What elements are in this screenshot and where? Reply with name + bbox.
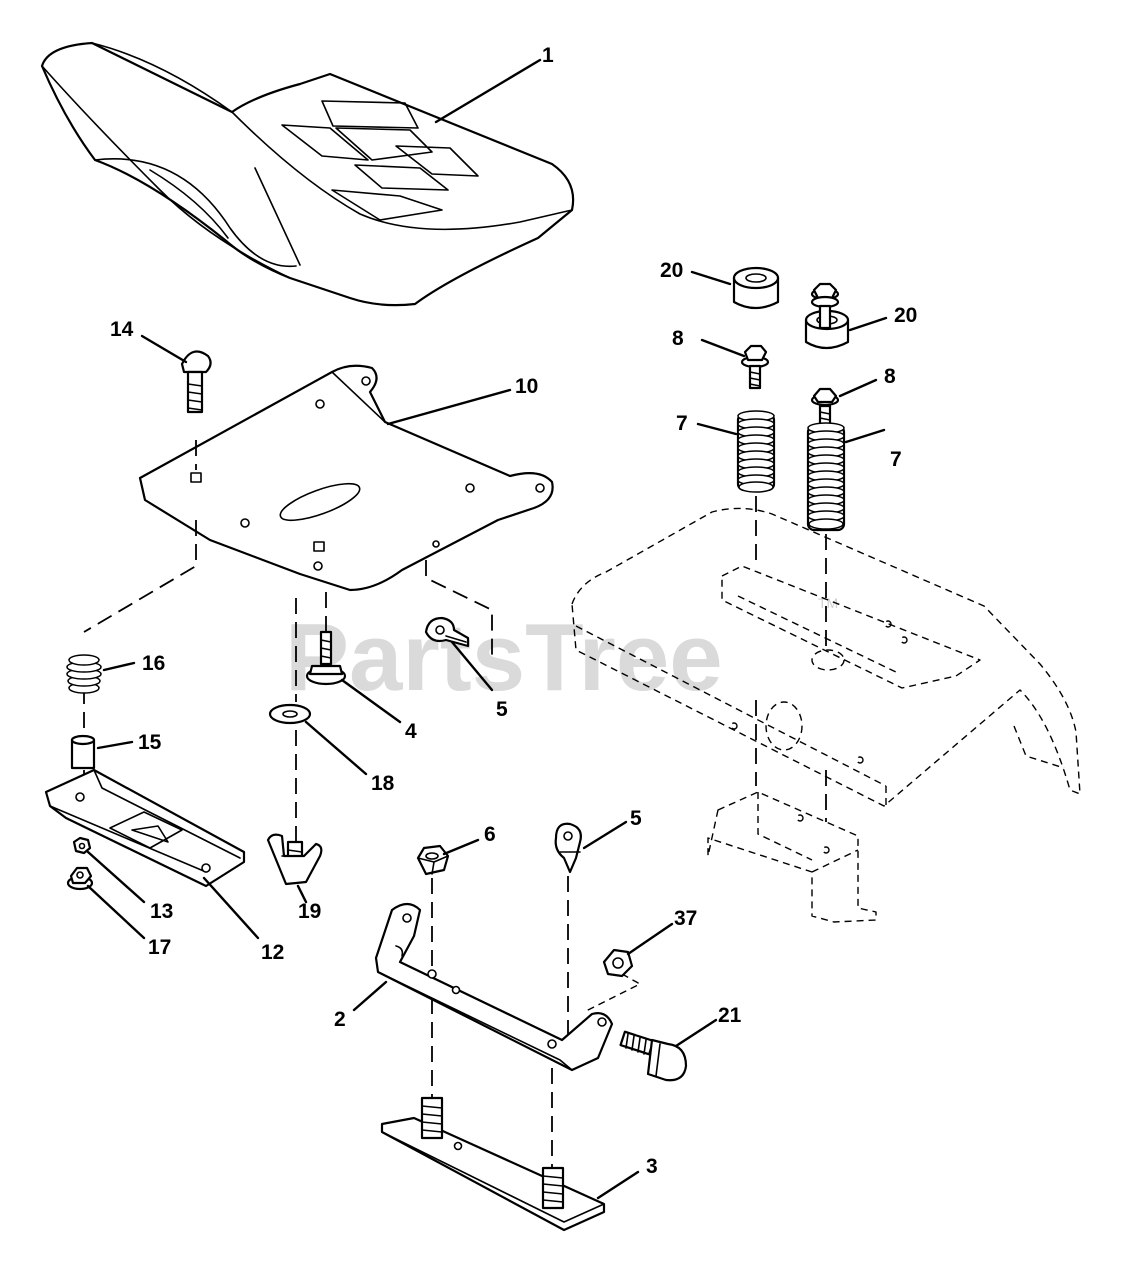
hinge-clip-lower[interactable] xyxy=(554,822,582,874)
callout-15: 15 xyxy=(138,731,162,754)
leader-7a xyxy=(696,422,738,436)
callout-2: 2 xyxy=(334,1008,346,1031)
leader-20a xyxy=(690,270,732,286)
leader-3 xyxy=(596,1170,640,1200)
spacer-left[interactable] xyxy=(732,266,780,310)
watermark-trademark: TM xyxy=(818,595,838,611)
seat-pan[interactable] xyxy=(138,364,554,592)
leader-20b xyxy=(848,316,888,332)
hinge-bracket[interactable] xyxy=(374,902,614,1072)
hinge-clip-upper[interactable] xyxy=(424,616,470,648)
flange-nut[interactable] xyxy=(66,866,94,891)
callout-14: 14 xyxy=(110,318,134,341)
seat-spring-left[interactable] xyxy=(736,410,776,493)
callout-6: 6 xyxy=(484,823,496,846)
flange-bolt-right-body[interactable] xyxy=(810,387,840,432)
slide-bracket[interactable] xyxy=(44,768,246,888)
stud xyxy=(541,1166,565,1210)
pivot-bolt[interactable] xyxy=(619,1030,688,1082)
alignment-line xyxy=(583,973,641,1013)
base-plate[interactable] xyxy=(380,1096,606,1232)
spacer-right[interactable] xyxy=(804,309,850,350)
shoulder-bolt[interactable] xyxy=(305,630,347,686)
leader-19 xyxy=(296,884,308,904)
callout-3: 3 xyxy=(646,1155,658,1178)
leader-17 xyxy=(86,884,146,940)
callout-20a: 20 xyxy=(660,259,683,282)
leader-5b xyxy=(582,820,628,850)
alignment-line xyxy=(83,520,197,633)
callout-5a: 5 xyxy=(496,698,508,721)
leader-15 xyxy=(96,740,134,750)
leader-7b xyxy=(844,428,886,444)
callout-10: 10 xyxy=(515,375,538,398)
washer[interactable] xyxy=(268,703,312,725)
callout-17: 17 xyxy=(148,936,171,959)
callout-13: 13 xyxy=(150,900,173,923)
carriage-bolt[interactable] xyxy=(180,350,212,414)
leader-12 xyxy=(202,876,260,940)
alignment-line xyxy=(425,560,493,660)
hex-nut[interactable] xyxy=(416,844,450,876)
spacer[interactable] xyxy=(70,734,96,770)
leader-1 xyxy=(434,58,542,124)
stud xyxy=(420,1096,444,1140)
flange-bolt-left[interactable] xyxy=(740,344,770,390)
callout-21: 21 xyxy=(718,1004,742,1027)
wing-knob[interactable] xyxy=(266,833,323,886)
callout-16: 16 xyxy=(142,652,165,675)
watermark-text: PartsTree xyxy=(285,604,723,711)
callout-12: 12 xyxy=(261,941,284,964)
lock-nut[interactable] xyxy=(602,948,634,978)
leader-18 xyxy=(304,720,368,776)
leader-2 xyxy=(352,980,388,1012)
callout-20b: 20 xyxy=(894,304,917,327)
hex-nut-small[interactable] xyxy=(72,836,92,855)
flange-bolt-right[interactable] xyxy=(810,282,840,330)
callout-8a: 8 xyxy=(672,327,684,350)
leader-5a xyxy=(450,640,494,692)
callout-7b: 7 xyxy=(890,448,902,471)
callout-7a: 7 xyxy=(676,412,688,435)
callout-37: 37 xyxy=(674,907,697,930)
leader-10 xyxy=(386,388,512,426)
leader-13 xyxy=(86,850,146,904)
leader-6 xyxy=(442,838,480,856)
callout-18: 18 xyxy=(371,772,395,795)
callout-4: 4 xyxy=(405,720,417,743)
callout-1: 1 xyxy=(542,44,554,67)
leader-4 xyxy=(340,678,402,724)
fender-phantom xyxy=(571,507,1081,923)
seat[interactable] xyxy=(40,41,575,307)
leader-14 xyxy=(140,334,188,364)
callout-19: 19 xyxy=(298,900,321,923)
leader-8a xyxy=(700,338,746,358)
callout-5b: 5 xyxy=(630,807,642,830)
callout-8b: 8 xyxy=(884,365,896,388)
leader-8b xyxy=(838,378,878,398)
leader-16 xyxy=(102,661,136,672)
seat-spring-right[interactable] xyxy=(806,422,846,532)
leader-37 xyxy=(626,922,674,956)
spring-small[interactable] xyxy=(66,654,102,694)
leader-21 xyxy=(674,1018,718,1048)
